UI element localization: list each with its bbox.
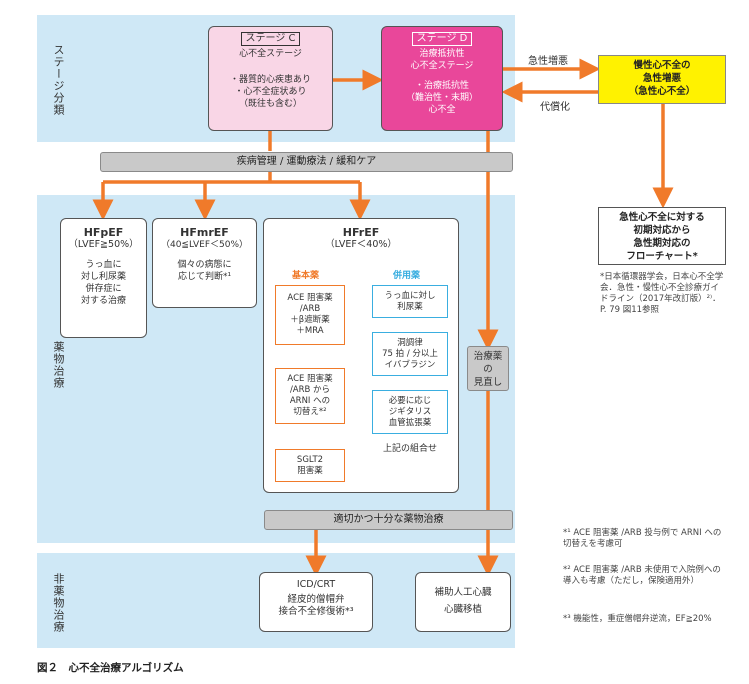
stage-d-box: ステージ D 治療抵抗性 心不全ステージ ・治療抵抗性 （難治性・末期） 心不全	[381, 26, 503, 131]
basic-2-line-2: /ARB から	[289, 385, 331, 395]
stage-d-item-2: （難治性・末期）	[405, 93, 478, 103]
lvad-transplant-box: 補助人工心臓 心臓移植	[415, 572, 511, 632]
acute-box-line-1: 慢性心不全の	[633, 60, 691, 71]
basic-1-line-3: ＋β遮断薬	[290, 315, 330, 325]
acute-box-line-2: 急性増悪	[642, 73, 681, 84]
nondrug-side-label: 非薬物治療	[52, 573, 65, 633]
hfpef-line-3: 併存症に	[85, 284, 122, 294]
combo-1-line-2: 利尿薬	[397, 301, 423, 312]
hfpef-line-1: うっ血に	[85, 260, 122, 270]
footnote-3: *³ 機能性，重症僧帽弁逆流，EF≧20%	[563, 614, 712, 624]
hfpef-line-4: 対する治療	[80, 296, 126, 306]
figure-caption: 図２ 心不全治療アルゴリズム	[37, 662, 184, 674]
hfmref-criteria: （40≦LVEF＜50%）	[160, 240, 249, 250]
stage-d-item-1: ・治療抵抗性	[414, 81, 469, 91]
disease-management-bar: 疾病管理 / 運動療法 / 緩和ケア	[100, 152, 513, 172]
hfmref-line-2: 応じて判断*¹	[177, 272, 232, 282]
hfref-criteria: （LVEF＜40%）	[325, 239, 397, 250]
flowchart-line-2: 初期対応から	[633, 225, 691, 236]
flowchart-line-1: 急性心不全に対する	[619, 212, 705, 223]
acute-flowchart-box: 急性心不全に対する 初期対応から 急性期対応の フローチャート*	[598, 207, 726, 265]
stage-d-subtitle-2: 心不全ステージ	[410, 61, 474, 71]
combo-1-line-1: うっ血に対し	[384, 290, 436, 301]
acute-exacerbation-box: 慢性心不全の 急性増悪 （急性心不全）	[598, 55, 726, 104]
basic-drug-label: 基本薬	[292, 271, 320, 281]
acute-exacerbation-label: 急性増悪	[528, 56, 568, 67]
combo-3-line-2: ジギタリス	[388, 406, 432, 417]
basic-drug-box-1: ACE 阻害薬 /ARB ＋β遮断薬 ＋MRA	[275, 285, 345, 345]
basic-2-line-3: ARNI への	[289, 396, 331, 406]
hfmref-title: HFmrEF	[180, 226, 229, 239]
stage-c-subtitle: 心不全ステージ	[239, 49, 302, 59]
adequate-drug-therapy-bar: 適切かつ十分な薬物治療	[264, 510, 513, 530]
basic-drug-box-3: SGLT2 阻害薬	[275, 449, 345, 482]
stage-side-label: ステージ分類	[52, 44, 65, 116]
combo-3-line-3: 血管拡張薬	[388, 417, 432, 428]
icd-line-2: 経皮的僧帽弁	[287, 594, 345, 605]
stage-c-item-2: ・心不全症状あり	[234, 87, 307, 97]
review-line-3: 見直し	[473, 377, 503, 388]
combo-drug-label: 併用薬	[393, 271, 421, 281]
review-line-1: 治療薬	[473, 351, 503, 362]
hfmref-box: HFmrEF （40≦LVEF＜50%） 個々の病態に 応じて判断*¹	[152, 218, 257, 308]
drug-side-label: 薬物治療	[52, 341, 65, 389]
basic-1-line-4: ＋MRA	[296, 326, 324, 336]
flowchart-line-3: 急性期対応の	[633, 238, 691, 249]
icd-line-1: ICD/CRT	[296, 579, 336, 590]
basic-2-line-1: ACE 阻害薬	[287, 374, 333, 384]
basic-1-line-2: /ARB	[299, 304, 321, 314]
lvad-line-1: 補助人工心臓	[434, 587, 492, 598]
stage-c-item-3: （既往も含む）	[238, 99, 302, 109]
stage-d-subtitle-1: 治療抵抗性	[419, 49, 465, 59]
icd-crt-box: ICD/CRT 経皮的僧帽弁 接合不全修復術*³	[259, 572, 373, 632]
hfref-title: HFrEF	[342, 226, 380, 239]
stage-c-tag: ステージ C	[240, 32, 301, 46]
stage-d-item-3: 心不全	[428, 105, 456, 115]
flowchart-reference: *日本循環器学会，日本心不全学会．急性・慢性心不全診療ガイドライン（2017年改…	[600, 272, 724, 315]
hfpef-title: HFpEF	[83, 226, 124, 239]
combo-drug-box-2: 洞調律 75 拍 / 分以上 イバブラジン	[372, 332, 448, 376]
hfpef-box: HFpEF （LVEF≧50%） うっ血に 対し利尿薬 併存症に 対する治療	[60, 218, 147, 338]
combo-note: 上記の組合せ	[382, 444, 437, 454]
combo-drug-box-3: 必要に応じ ジギタリス 血管拡張薬	[372, 390, 448, 434]
hfpef-line-2: 対し利尿薬	[80, 272, 126, 282]
hfpef-criteria: （LVEF≧50%）	[68, 239, 139, 250]
combo-2-line-1: 洞調律	[397, 337, 423, 348]
hfmref-line-1: 個々の病態に	[177, 260, 232, 270]
acute-box-line-3: （急性心不全）	[628, 86, 696, 97]
flowchart-line-4: フローチャート*	[626, 251, 698, 262]
combo-2-line-2: 75 拍 / 分以上	[382, 348, 438, 359]
basic-2-line-4: 切替え*²	[293, 407, 327, 417]
combo-2-line-3: イバブラジン	[384, 359, 436, 370]
stage-d-tag: ステージ D	[411, 32, 473, 46]
footnote-1: *¹ ACE 阻害薬 /ARB 投与例で ARNI への切替えを考慮可	[563, 528, 722, 549]
icd-line-3: 接合不全修復術*³	[278, 606, 354, 617]
stage-c-box: ステージ C 心不全ステージ ・器質的心疾患あり ・心不全症状あり （既往も含む…	[208, 26, 333, 131]
basic-3-line-2: 阻害薬	[297, 465, 323, 476]
combo-3-line-1: 必要に応じ	[388, 395, 432, 406]
stage-c-item-1: ・器質的心疾患あり	[229, 75, 311, 85]
lvad-line-2: 心臓移植	[443, 604, 482, 615]
basic-1-line-1: ACE 阻害薬	[287, 293, 333, 303]
combo-drug-box-1: うっ血に対し 利尿薬	[372, 285, 448, 318]
basic-drug-box-2: ACE 阻害薬 /ARB から ARNI への 切替え*²	[275, 368, 345, 424]
basic-3-line-1: SGLT2	[296, 454, 324, 465]
footnote-2: *² ACE 阻害薬 /ARB 未使用で入院例への導入も考慮（ただし，保険適用外…	[563, 565, 721, 586]
review-line-2: の	[483, 364, 493, 375]
drug-review-box: 治療薬 の 見直し	[467, 346, 509, 391]
compensation-label: 代償化	[540, 102, 570, 113]
